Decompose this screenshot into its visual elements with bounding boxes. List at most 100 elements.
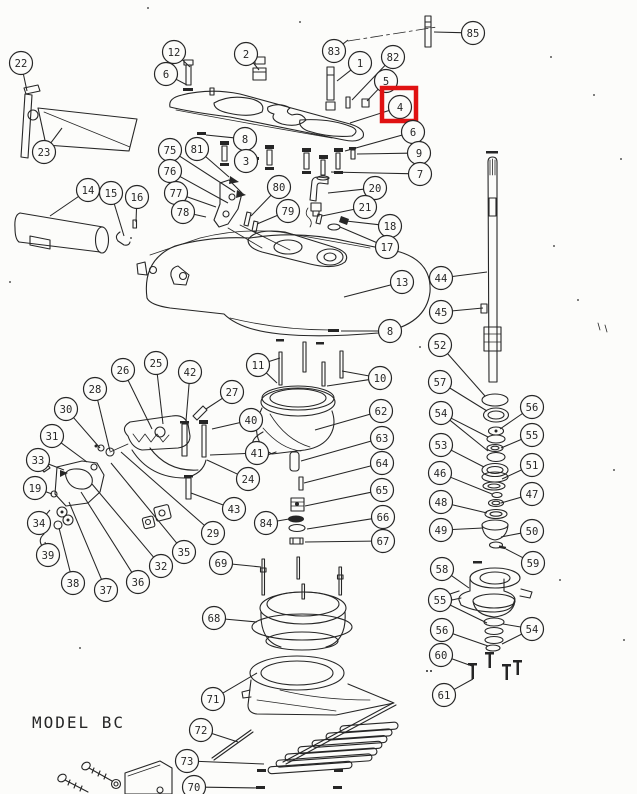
balloon-56[interactable]: 56 — [499, 394, 545, 430]
balloon-56[interactable]: 56 — [429, 617, 489, 647]
balloon-circle-73[interactable] — [174, 748, 200, 774]
balloon-60[interactable]: 60 — [428, 642, 473, 668]
balloon-circle-32[interactable] — [148, 553, 174, 579]
balloon-37[interactable]: 37 — [68, 501, 119, 603]
balloon-81[interactable]: 81 — [184, 136, 230, 178]
balloon-35[interactable]: 35 — [110, 462, 197, 565]
balloon-12[interactable]: 12 — [161, 39, 191, 68]
balloon-44[interactable]: 44 — [428, 265, 488, 291]
balloon-circle-82[interactable] — [380, 44, 406, 70]
balloon-70[interactable]: 70 — [181, 774, 261, 794]
balloon-32[interactable]: 32 — [91, 483, 174, 579]
balloon-69[interactable]: 69 — [208, 550, 262, 576]
balloon-circle-50[interactable] — [519, 518, 545, 544]
balloon-circle-55[interactable] — [427, 587, 453, 613]
balloon-79[interactable]: 79 — [256, 198, 301, 225]
balloon-circle-51[interactable] — [519, 452, 545, 478]
balloon-34[interactable]: 34 — [26, 509, 52, 536]
balloon-11[interactable]: 11 — [245, 352, 281, 384]
balloon-21[interactable]: 21 — [321, 194, 378, 220]
balloon-circle-61[interactable] — [431, 682, 457, 708]
balloon-circle-8[interactable] — [377, 318, 403, 344]
balloon-31[interactable]: 31 — [39, 423, 88, 463]
balloon-circle-85[interactable] — [460, 20, 486, 46]
balloon-circle-12[interactable] — [161, 39, 187, 65]
balloon-circle-55[interactable] — [519, 422, 545, 448]
balloon-circle-65[interactable] — [369, 477, 395, 503]
balloon-28[interactable]: 28 — [82, 376, 111, 452]
balloon-73[interactable]: 73 — [174, 748, 265, 774]
balloon-38[interactable]: 38 — [58, 527, 86, 596]
balloon-circle-33[interactable] — [25, 447, 51, 473]
balloon-13[interactable]: 13 — [343, 269, 415, 298]
balloon-circle-25[interactable] — [143, 350, 169, 376]
balloon-33[interactable]: 33 — [25, 447, 65, 473]
balloon-40[interactable]: 40 — [211, 407, 264, 433]
balloon-circle-21[interactable] — [352, 194, 378, 220]
balloon-circle-49[interactable] — [428, 517, 454, 543]
balloon-circle-79[interactable] — [275, 198, 301, 224]
balloon-circle-1[interactable] — [347, 50, 373, 76]
balloon-43[interactable]: 43 — [190, 492, 247, 522]
balloon-83[interactable]: 83 — [321, 38, 349, 64]
balloon-circle-59[interactable] — [520, 550, 546, 576]
balloon-23[interactable]: 23 — [31, 127, 63, 165]
balloon-circle-17[interactable] — [374, 234, 400, 260]
balloon-48[interactable]: 48 — [428, 489, 488, 515]
balloon-8[interactable]: 8 — [205, 126, 258, 152]
balloon-circle-71[interactable] — [200, 686, 226, 712]
balloon-49[interactable]: 49 — [428, 517, 484, 543]
balloon-circle-67[interactable] — [370, 528, 396, 554]
balloon-59[interactable]: 59 — [505, 548, 546, 576]
balloon-10[interactable]: 10 — [326, 365, 393, 391]
balloon-36[interactable]: 36 — [80, 491, 151, 595]
balloon-53[interactable]: 53 — [428, 432, 485, 468]
balloon-64[interactable]: 64 — [303, 450, 395, 484]
balloon-circle-7[interactable] — [407, 161, 433, 187]
balloon-circle-53[interactable] — [428, 432, 454, 458]
balloon-circle-11[interactable] — [245, 352, 271, 378]
balloon-circle-43[interactable] — [221, 496, 247, 522]
balloon-circle-36[interactable] — [125, 569, 151, 595]
balloon-circle-52[interactable] — [427, 332, 453, 358]
balloon-42[interactable]: 42 — [177, 359, 203, 422]
balloon-circle-15[interactable] — [98, 180, 124, 206]
balloon-6[interactable]: 6 — [153, 61, 188, 87]
balloon-circle-20[interactable] — [362, 175, 388, 201]
balloon-63[interactable]: 63 — [300, 425, 395, 462]
balloon-78[interactable]: 78 — [170, 199, 207, 225]
balloon-circle-54[interactable] — [428, 400, 454, 426]
balloon-circle-40[interactable] — [238, 407, 264, 433]
balloon-84[interactable]: 84 — [253, 510, 290, 536]
balloon-circle-83[interactable] — [321, 38, 347, 64]
balloon-circle-26[interactable] — [110, 357, 136, 383]
balloon-circle-42[interactable] — [177, 359, 203, 385]
balloon-66[interactable]: 66 — [306, 504, 396, 530]
balloon-85[interactable]: 85 — [433, 20, 486, 46]
balloon-circle-44[interactable] — [428, 265, 454, 291]
balloon-1[interactable]: 1 — [336, 50, 373, 82]
balloon-circle-58[interactable] — [429, 556, 455, 582]
balloon-50[interactable]: 50 — [500, 518, 545, 544]
balloon-circle-60[interactable] — [428, 642, 454, 668]
balloon-circle-63[interactable] — [369, 425, 395, 451]
balloon-46[interactable]: 46 — [427, 460, 493, 495]
balloon-72[interactable]: 72 — [188, 717, 239, 743]
balloon-circle-64[interactable] — [369, 450, 395, 476]
balloon-circle-29[interactable] — [200, 520, 226, 546]
balloon-circle-78[interactable] — [170, 199, 196, 225]
balloon-circle-46[interactable] — [427, 460, 453, 486]
balloon-circle-62[interactable] — [368, 398, 394, 424]
balloon-circle-16[interactable] — [124, 184, 150, 210]
balloon-circle-13[interactable] — [389, 269, 415, 295]
balloon-circle-41[interactable] — [244, 440, 270, 466]
balloon-22[interactable]: 22 — [8, 50, 34, 92]
balloon-29[interactable]: 29 — [120, 451, 226, 546]
balloon-2[interactable]: 2 — [233, 41, 260, 71]
balloon-25[interactable]: 25 — [143, 350, 169, 425]
balloon-68[interactable]: 68 — [201, 605, 258, 631]
balloon-30[interactable]: 30 — [53, 396, 101, 449]
balloon-24[interactable]: 24 — [206, 459, 261, 492]
balloon-58[interactable]: 58 — [429, 556, 470, 589]
balloon-54[interactable]: 54 — [428, 400, 489, 452]
